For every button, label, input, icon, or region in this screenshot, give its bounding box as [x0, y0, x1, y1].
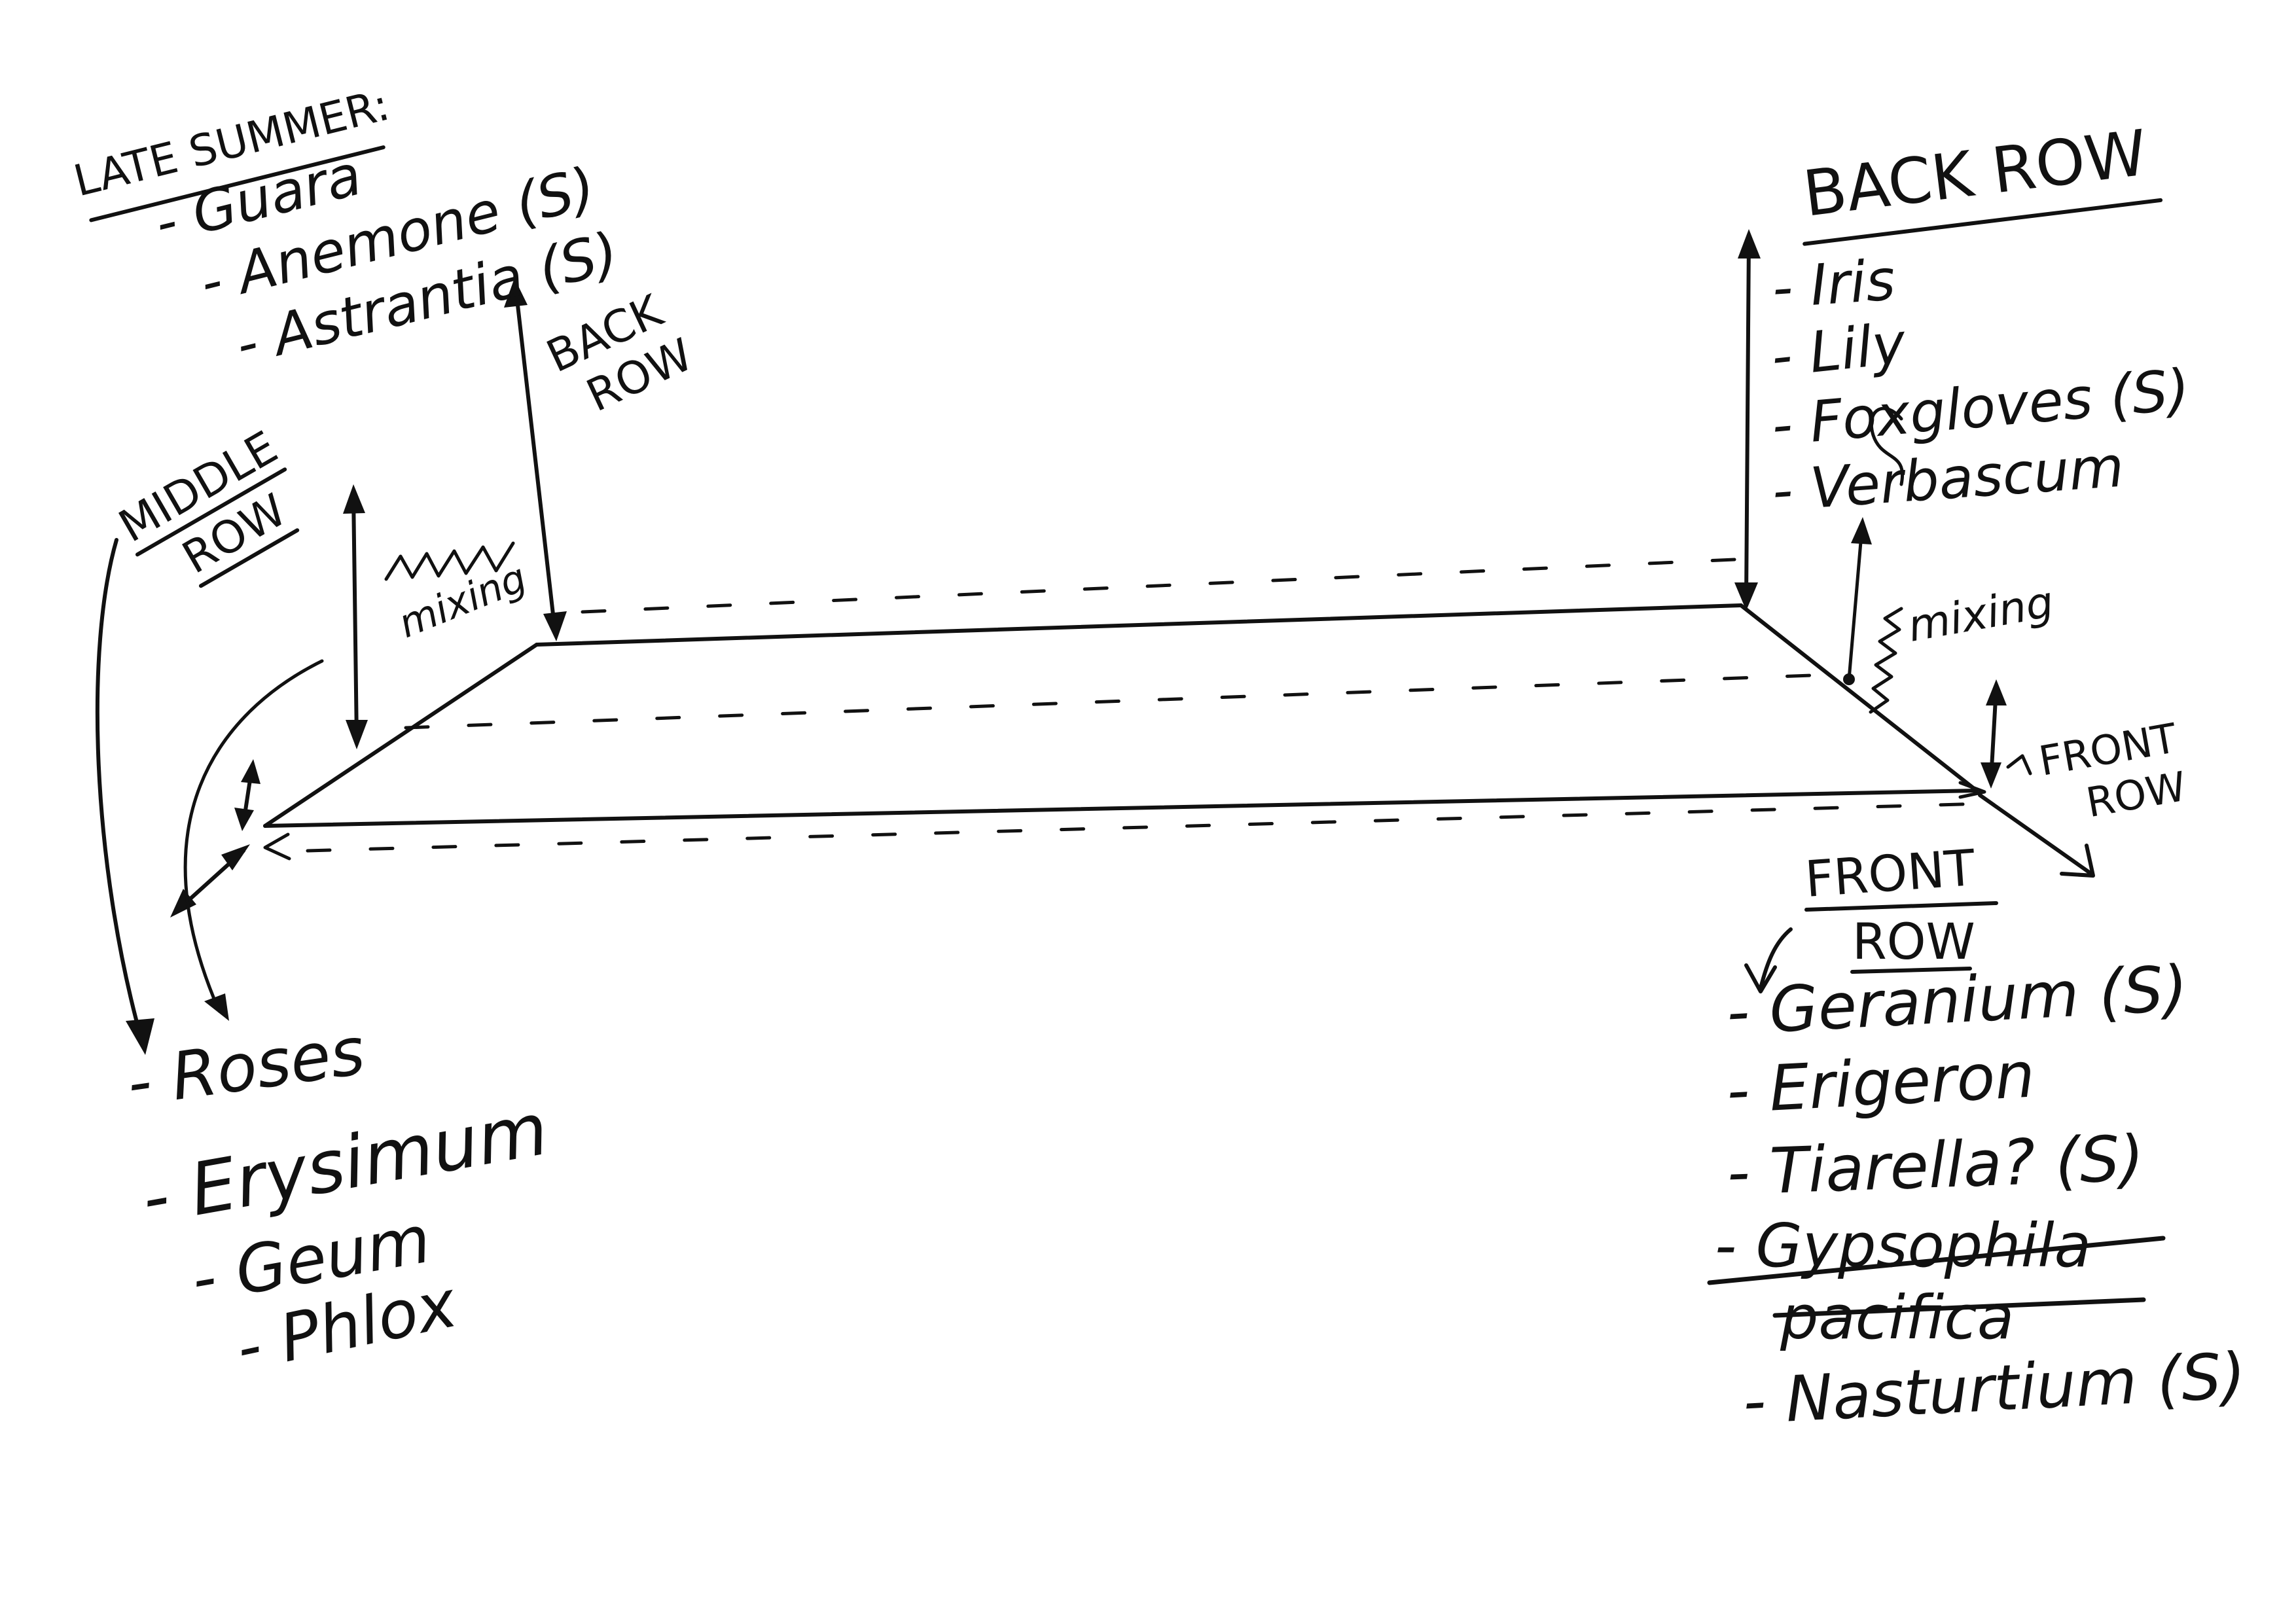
middle-row-label: MIDDLE ROW: [111, 421, 300, 588]
right-mixing-arrow: [1843, 517, 1872, 685]
right-front-row-label: FRONT ROW: [2036, 714, 2190, 827]
right-front-row-list: - Geranium (S) - Erigeron - Tiarella? (S…: [1707, 952, 2248, 1438]
right-front-row-item: - Erigeron: [1725, 1038, 2036, 1127]
middle-row-height-arrow: [343, 484, 368, 749]
late-summer-block: LATE SUMMER: - Guara - Anemone (S) - Ast…: [69, 80, 624, 378]
right-mixing-squiggle: [1869, 607, 1903, 714]
right-front-row-heading: FRONT ROW: [1803, 838, 1998, 974]
right-back-row-item: - Lily: [1768, 311, 1909, 390]
right-back-row-item: - Iris: [1770, 247, 1897, 321]
left-plant-list: - Roses - Erysimum - Geum - Phlox: [122, 1012, 554, 1386]
front-row-label-pointer: [2006, 754, 2032, 776]
right-front-row-item: - Tiarella? (S): [1726, 1122, 2145, 1209]
right-back-row-height-arrow: [1734, 229, 1761, 611]
right-front-row-height-arrow: [1981, 679, 2007, 789]
struck-item-line1: - Gypsophila: [1715, 1211, 2091, 1281]
struck-item-line2: pacifica: [1780, 1283, 2014, 1353]
front-left-corner-arrowhead: [263, 832, 291, 861]
dashed-guide-lines: [306, 558, 1985, 853]
front-row-depth-arrow: [170, 844, 250, 918]
right-back-row-heading: BACK ROW: [1799, 116, 2151, 230]
back-row-height-arrow: [504, 278, 567, 641]
middle-row-curve-arrow: [95, 538, 154, 1055]
right-front-row-item: - Geranium (S): [1725, 952, 2189, 1049]
right-mixing-label: mixing: [1904, 577, 2057, 652]
border-bed-outline: [263, 603, 1979, 828]
front-right-corner-arrowhead: [1958, 781, 1986, 799]
left-list-item: - Roses: [122, 1012, 369, 1122]
foxglove-loop-mark: [1869, 406, 1905, 486]
right-back-row-block: BACK ROW - Iris - Lily - Foxgloves (S) -…: [1768, 116, 2193, 524]
left-back-row-label: BACK ROW: [539, 285, 701, 422]
left-mixing-squiggle: [384, 541, 515, 581]
svg-text:ROW: ROW: [1852, 912, 1975, 971]
right-front-depth-arrow: [1978, 793, 2095, 878]
right-front-row-item: - Nasturtium (S): [1741, 1339, 2248, 1438]
front-row-height-arrow: [234, 759, 260, 831]
svg-text:FRONT: FRONT: [1803, 838, 1977, 908]
front-row-hook-arrow: [1759, 927, 1793, 990]
bed-to-list-curve-arrow: [183, 659, 324, 1021]
front-row-hook-arrowhead: [1744, 963, 1777, 993]
